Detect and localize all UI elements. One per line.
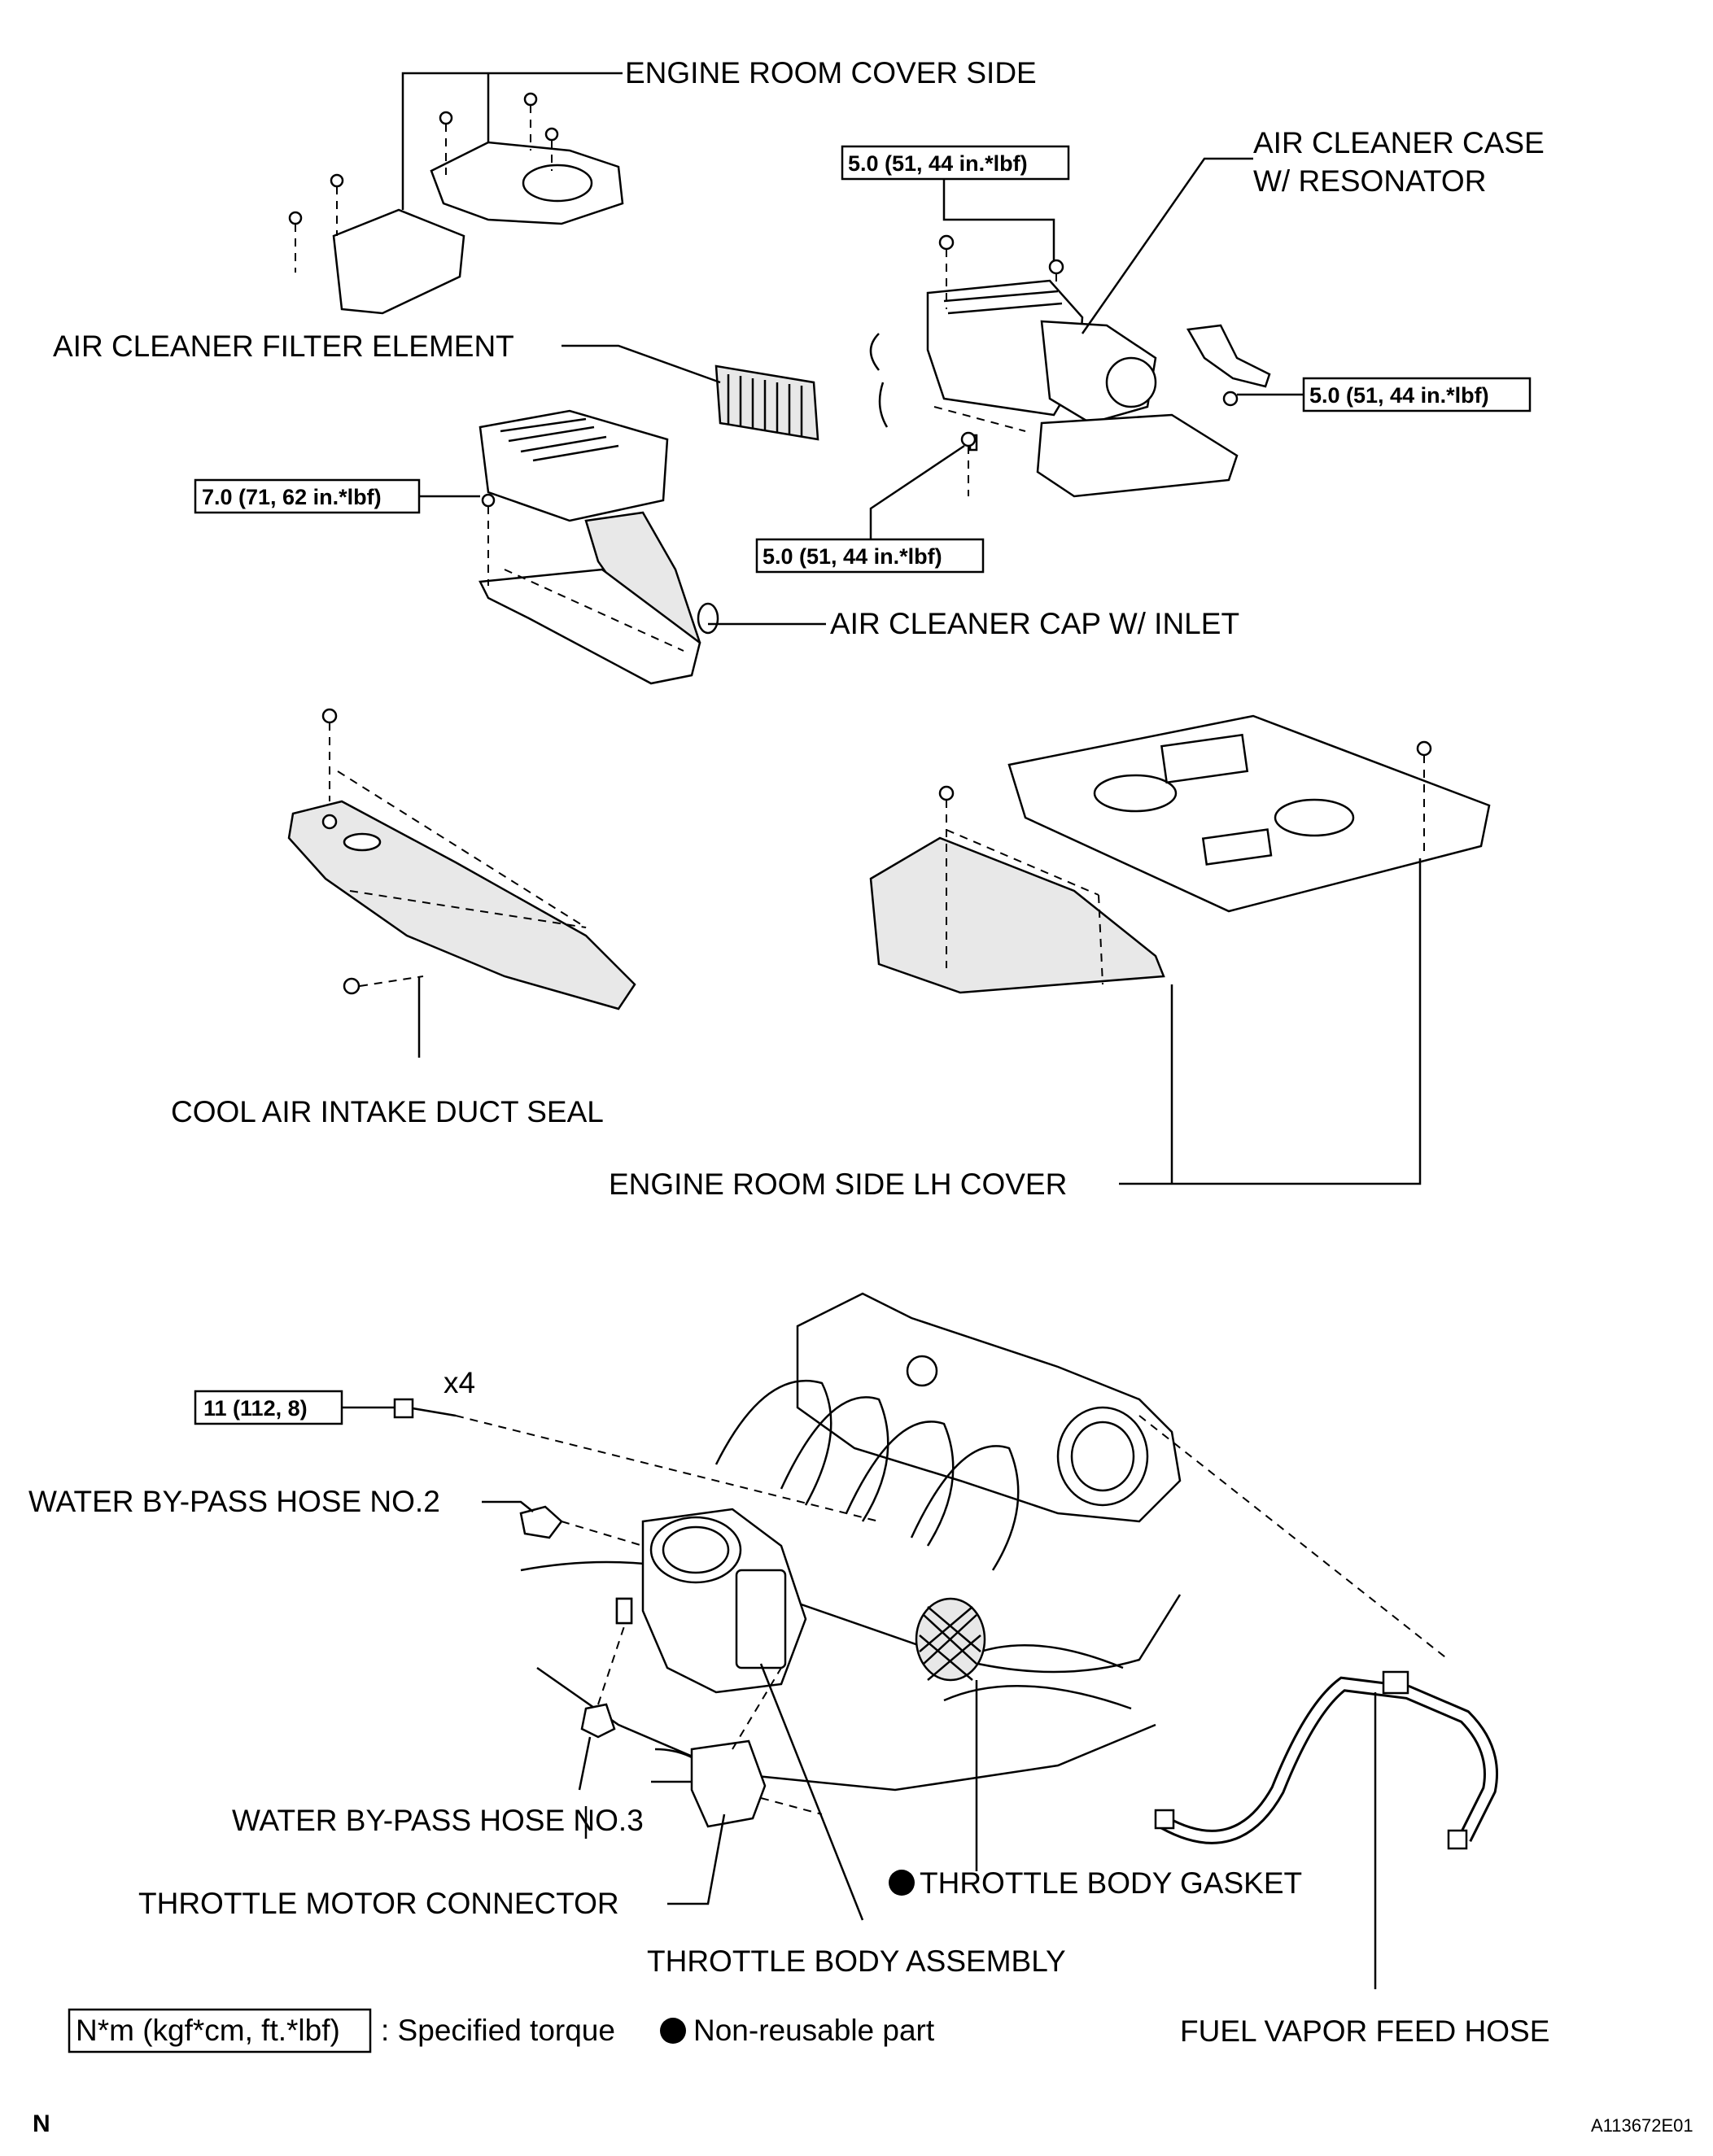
label-throttle-body-gasket: THROTTLE BODY GASKET [920,1866,1302,1900]
air-cleaner-cap-part [479,409,719,685]
label-water-bypass-hose-no3: WATER BY-PASS HOSE NO.3 [232,1804,644,1837]
legend-non-reusable-icon [660,2018,686,2044]
label-water-bypass-hose-no2: WATER BY-PASS HOSE NO.2 [28,1485,440,1518]
torque-value-5-0-right: 5.0 (51, 44 in.*lbf) [1309,383,1489,408]
legend-torque-text: : Specified torque [381,2014,615,2047]
water-bypass-hose-no3-part [578,1597,633,1791]
label-throttle-body-assembly: THROTTLE BODY ASSEMBLY [647,1944,1066,1978]
intake-manifold-part [520,1292,1182,1792]
leader-water-bypass-hose-no2 [482,1500,534,1512]
bolt-quantity: x4 [444,1366,475,1399]
label-cool-air-intake-duct-seal: COOL AIR INTAKE DUCT SEAL [171,1095,604,1128]
engine-room-side-lh-cover-part [869,714,1491,994]
throttle-body-assembly-part [615,1508,807,1694]
air-cleaner-case-part [869,234,1271,498]
torque-box-5-0-bottom: 5.0 (51, 44 in.*lbf) [755,538,985,574]
leader-throttle-body-assembly [759,1663,864,1921]
legend-torque-unit: N*m (kgf*cm, ft.*lbf) [76,2014,340,2047]
throttle-body-gasket-part [915,1597,986,1682]
leader-engine-room-side-lh-cover [1119,858,1422,1185]
fuel-vapor-feed-hose-part [1154,1670,1498,1850]
label-engine-room-cover-side: ENGINE ROOM COVER SIDE [625,56,1037,89]
label-air-cleaner-filter-element: AIR CLEANER FILTER ELEMENT [53,330,514,363]
figure-id: A113672E01 [1591,2115,1693,2136]
legend-non-reusable-text: Non-reusable part [693,2014,935,2047]
leader-air-cleaner-case [1081,157,1253,334]
torque-box-7-0: 7.0 (71, 62 in.*lbf) [194,478,421,514]
torque-value-5-0-bottom: 5.0 (51, 44 in.*lbf) [763,544,942,569]
leader-engine-room-cover-side [401,72,623,210]
torque-box-11: 11 (112, 8) [194,1390,343,1425]
corner-letter: N [33,2110,50,2137]
label-engine-room-side-lh-cover: ENGINE ROOM SIDE LH COVER [609,1167,1067,1201]
label-throttle-motor-connector: THROTTLE MOTOR CONNECTOR [138,1887,619,1920]
cool-air-intake-duct-seal-part [287,708,636,1010]
leader-torque-5-0-bottom [869,444,965,539]
throttle-motor-connector-part [650,1667,823,1828]
legend: N*m (kgf*cm, ft.*lbf) : Specified torque… [68,2008,935,2053]
torque-value-11: 11 (112, 8) [203,1396,308,1421]
torque-value-5-0-top: 5.0 (51, 44 in.*lbf) [848,151,1028,176]
non-reusable-icon [889,1870,915,1896]
leader-throttle-motor-connector [667,1813,726,1905]
label-air-cleaner-cap-w-inlet: AIR CLEANER CAP W/ INLET [830,607,1239,640]
torque-value-7-0: 7.0 (71, 62 in.*lbf) [202,485,382,509]
label-air-cleaner-case-line1: AIR CLEANER CASE [1253,126,1545,159]
label-air-cleaner-case-line2: W/ RESONATOR [1253,164,1486,198]
air-cleaner-filter-element-part [714,364,819,441]
label-fuel-vapor-feed-hose: FUEL VAPOR FEED HOSE [1180,2014,1549,2048]
leader-torque-5-0-top [942,179,1055,260]
water-bypass-hose-no2-part [519,1505,644,1547]
leader-air-cleaner-filter-element [562,344,721,384]
torque-box-5-0-right: 5.0 (51, 44 in.*lbf) [1302,377,1532,412]
torque-box-5-0-top: 5.0 (51, 44 in.*lbf) [841,145,1070,181]
engine-room-cover-side-part [288,92,624,315]
